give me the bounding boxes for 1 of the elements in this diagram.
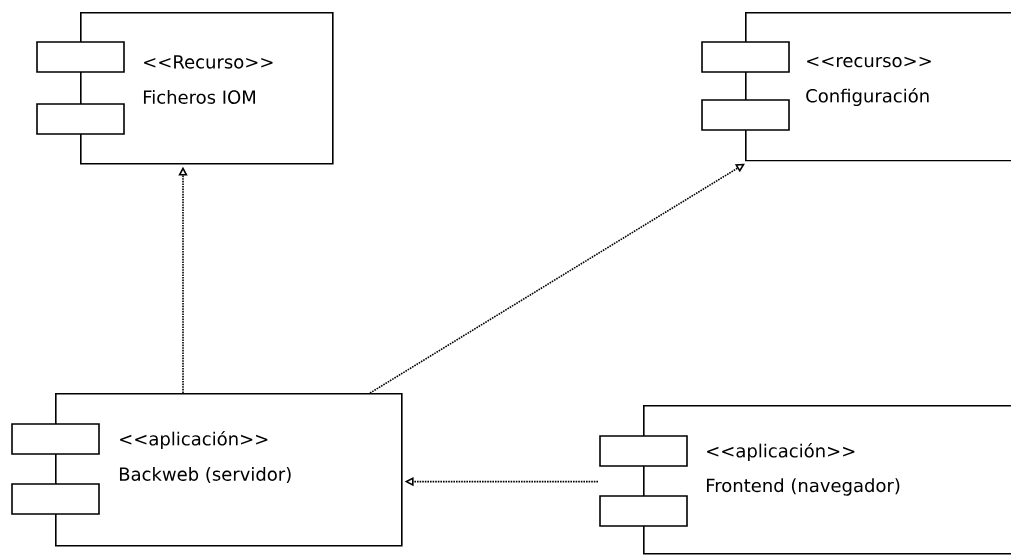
dependency-arrow xyxy=(369,163,745,394)
